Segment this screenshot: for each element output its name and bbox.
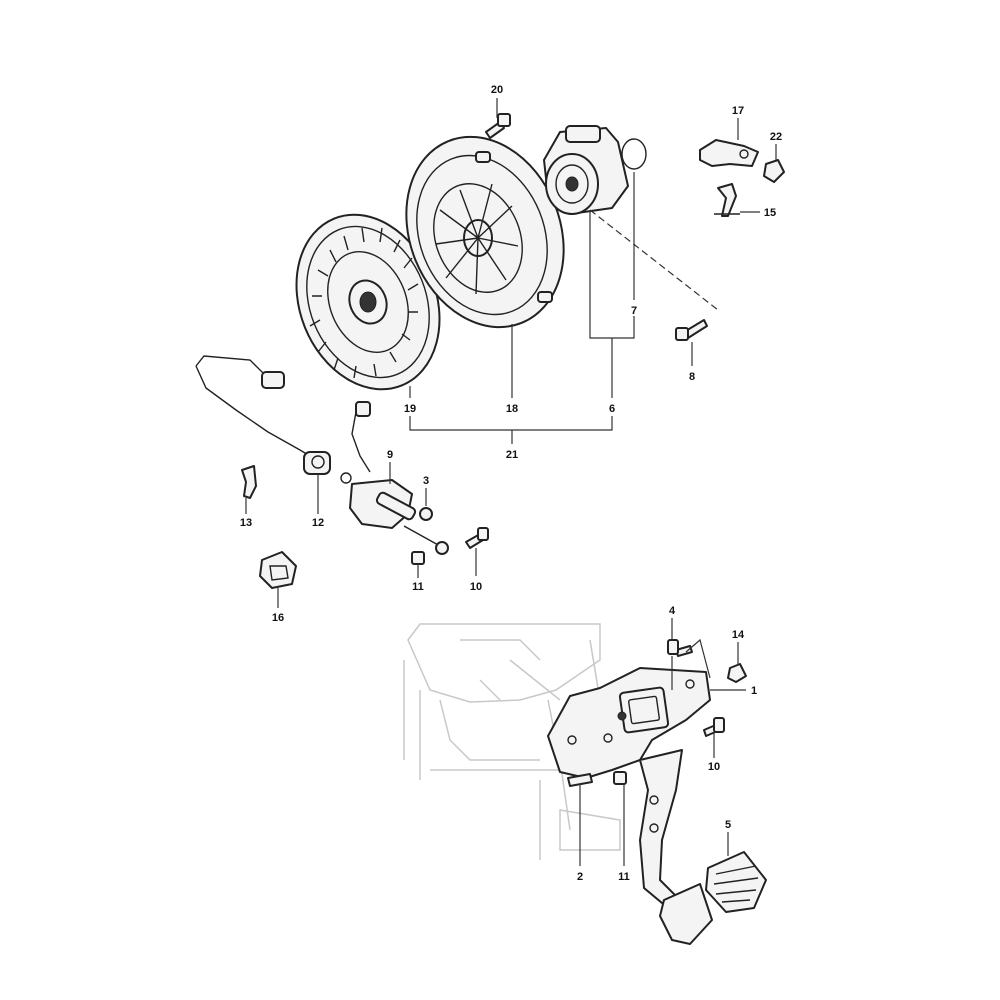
callout-18: 18 [506,403,518,415]
callout-22: 22 [770,131,782,143]
master-cylinder [340,472,449,555]
pressure-plate [405,135,565,329]
callout-8: 8 [689,371,695,383]
clip-16 [259,551,297,589]
callout-19: 19 [404,403,416,415]
bolt-15 [714,183,740,217]
o-ring [621,138,647,170]
bolt-10-lower [703,717,725,737]
callout-11-upper: 11 [412,581,424,593]
callout-labels: 20 17 22 15 7 8 19 18 6 21 9 3 13 12 10 … [240,84,782,883]
callout-16: 16 [272,612,284,624]
clutch-disc [295,213,441,391]
callout-13: 13 [240,517,252,529]
callout-2: 2 [577,871,583,883]
callout-21: 21 [506,449,518,461]
nut-11-upper [411,551,425,565]
clip-22 [763,159,785,183]
release-bearing [543,125,629,215]
callout-11-lower: 11 [618,871,630,883]
callout-1: 1 [751,685,757,697]
callout-7: 7 [631,305,637,317]
callout-14: 14 [732,629,745,641]
bolt-20 [485,113,511,139]
pin-2 [567,773,593,787]
nut-11-lower [613,771,627,785]
callout-12: 12 [312,517,324,529]
callout-17: 17 [732,105,744,117]
callout-5: 5 [725,819,731,831]
callout-10-upper: 10 [470,581,482,593]
callout-6: 6 [609,403,615,415]
hydraulic-line [195,355,371,473]
callout-15: 15 [764,207,776,219]
callout-3: 3 [423,475,429,487]
bolt-8 [675,319,708,341]
connector-13 [241,465,257,499]
leader-lines [245,98,777,866]
pedal-bracket [547,667,711,779]
callout-4: 4 [669,605,676,617]
bolt-10-upper [465,527,489,549]
nut-14 [727,663,747,683]
hose-clamp-12 [303,451,331,475]
bolt-4 [667,639,693,657]
callout-20: 20 [491,84,503,96]
callout-10-lower: 10 [708,761,720,773]
nut-3 [419,507,433,521]
bracket-17 [699,139,759,167]
clutch-pedal [639,749,713,945]
firewall-outline [403,623,621,860]
pedal-pad [705,851,767,913]
callout-9: 9 [387,449,393,461]
